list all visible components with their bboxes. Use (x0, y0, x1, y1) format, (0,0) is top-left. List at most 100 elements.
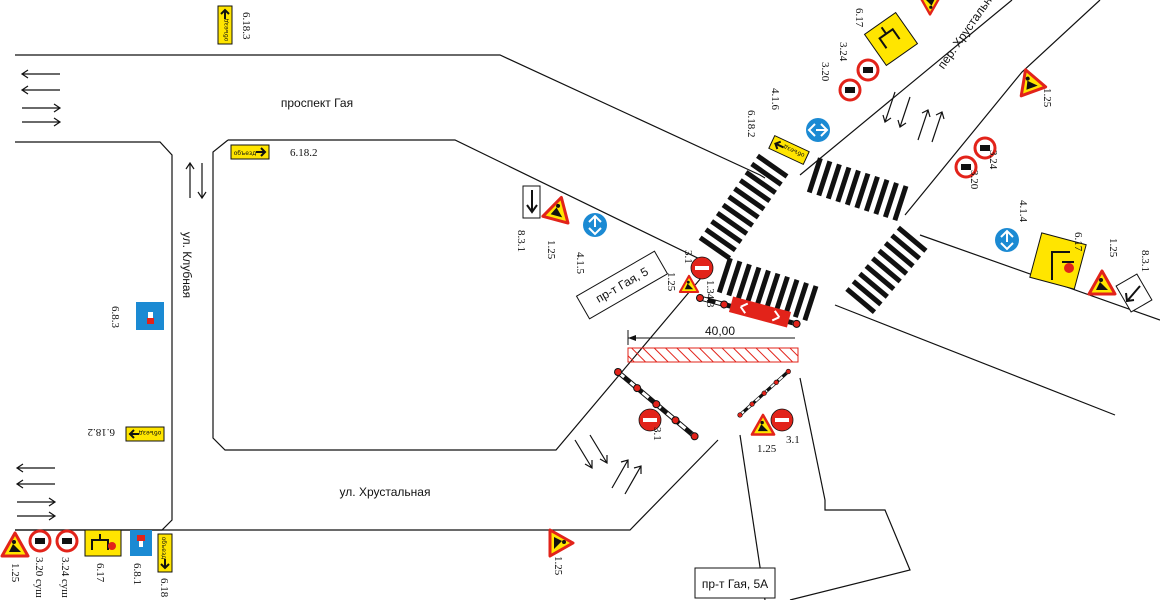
code-8-3-1-e: 8.3.1 (1139, 250, 1151, 272)
street-prospekt-gaya: проспект Гая (281, 96, 353, 110)
code-6-18-2-mid: 6.18.2 (290, 147, 318, 159)
arrow-left-3 (15, 463, 55, 473)
sign-1-25-e: 1.25 (1087, 238, 1119, 296)
sign-1-25-c: 1.25 (750, 413, 777, 455)
prospekt-north-edge (15, 54, 766, 179)
sign-4-1-5: 4.1.5 (574, 212, 608, 275)
sign-1-25-ne: 1.25 (1011, 63, 1053, 108)
detour-sign-6-18-3-top: 6.18.3 (217, 5, 252, 45)
code-4-1-6: 4.1.6 (769, 88, 781, 111)
crosswalk-north-west (698, 153, 789, 261)
code-1-25-ne: 1.25 (1041, 88, 1053, 108)
code-6-18-bl: 6.18 (158, 578, 170, 598)
arrow-right-1 (22, 103, 62, 113)
sign-3-1-c: 3.1 (770, 408, 800, 446)
code-4-1-4: 4.1.4 (1017, 200, 1029, 223)
dimension-line: 40,00 (627, 324, 795, 345)
lane-north-west-edge (799, 0, 1013, 176)
code-3-1-b: 3.1 (651, 427, 663, 441)
sign-1-25-a: 1.25 (541, 192, 576, 260)
sign-3-1-b: 3.1 (638, 408, 663, 441)
code-1-25-b: 1.25 (665, 272, 677, 292)
code-3-20-bl: 3.20 суш (33, 557, 45, 598)
sign-3-24-n: 3.24 (837, 42, 880, 82)
code-3-24-n: 3.24 (837, 42, 849, 62)
prospekt-south-edge-west (15, 141, 173, 531)
code-4-1-5: 4.1.5 (574, 252, 586, 275)
sign-1-25-b: 1.25 (665, 272, 700, 294)
code-1-25-bl: 1.25 (9, 563, 21, 583)
crosswalk-south (716, 257, 819, 322)
code-6-18-3-top: 6.18.3 (240, 12, 252, 40)
code-3-20-e: 3.20 (968, 170, 980, 190)
arrow-left-2 (20, 85, 60, 95)
arrow-sw-2 (589, 434, 608, 465)
sign-4-1-6: 4.1.6 (769, 88, 831, 143)
drive-south-east (789, 377, 911, 600)
legend-6-18: 6.18 (157, 533, 173, 598)
code-3-24-bl: 3.24 суш (59, 557, 71, 598)
sign-3-24-e: 3.24 (973, 136, 999, 170)
arrow-lane-down-2 (897, 96, 911, 128)
sign-6-17-e: 6.17 (1029, 232, 1087, 290)
code-6-8-3: 6.8.3 (109, 306, 121, 329)
code-6-18-2-ne: 6.18.2 (745, 110, 757, 138)
sign-6-8-3: 6.8.3 (109, 302, 164, 330)
street-per-khrustalny: пер. Хрустальн (935, 0, 995, 71)
code-6-17-e: 6.17 (1072, 232, 1084, 252)
arrow-right-2 (22, 117, 62, 127)
sign-6-17-n: 6.17 (853, 8, 919, 67)
code-6-17-n: 6.17 (853, 8, 865, 28)
south-road-west-edge (15, 439, 719, 531)
sign-8-3-1-e: 8.3.1 (1115, 250, 1153, 313)
central-block (212, 139, 713, 451)
crosswalk-east (845, 225, 928, 315)
arrow-left-1 (20, 69, 60, 79)
code-6-18-2-left: 6.18.2 (88, 426, 116, 438)
legend-3-24: 3.24 суш (55, 529, 79, 598)
hatched-work-zone (627, 347, 799, 363)
legend-6-8-1: 6.8.1 (130, 530, 152, 585)
arrow-klub-up (185, 161, 195, 198)
east-road-south-edge (834, 304, 1116, 416)
arrow-lane-down-1 (882, 91, 896, 123)
arrow-lane-up-2 (931, 111, 945, 143)
code-1-25-a: 1.25 (545, 240, 557, 260)
sign-1-25-top (918, 0, 942, 16)
code-1-25-c: 1.25 (757, 443, 777, 455)
code-6-8-1-bl: 6.8.1 (131, 563, 143, 585)
code-1-25-bottom: 1.25 (552, 556, 564, 576)
legend-3-20: 3.20 суш (28, 529, 52, 598)
sign-4-1-4: 4.1.4 (994, 200, 1029, 253)
code-8-3-1-a: 8.3.1 (515, 230, 527, 252)
building-label-gaya-5a: пр-т Гая, 5А (694, 567, 776, 599)
lane-north-east-edge (904, 0, 1101, 216)
detour-sign-6-18-2-mid: 6.18.2 (230, 144, 318, 160)
legend-6-17: 6.17 (84, 529, 122, 583)
detour-sign-6-18-2-left: 6.18.2 (88, 426, 165, 442)
legend-1-25: 1.25 (0, 531, 30, 583)
street-klubnaya: ул. Клубная (180, 232, 194, 298)
street-khrustalnaya: ул. Хрустальная (340, 485, 431, 499)
building-gaya-5a-text: пр-т Гая, 5А (702, 577, 768, 591)
crosswalk-north-east (806, 157, 909, 222)
dimension-value: 40,00 (705, 324, 735, 338)
detour-sign-6-18-2-ne: 6.18.2 (745, 110, 811, 166)
sign-3-20-n: 3.20 (819, 62, 862, 102)
sign-3-20-e: 3.20 (954, 155, 980, 190)
sign-1-25-bottom: 1.25 (548, 528, 575, 576)
code-3-1-a: 3.1 (682, 250, 694, 264)
arrow-ne-2 (624, 465, 642, 495)
arrow-sw-1 (574, 439, 593, 470)
building-label-gaya-5: пр-т Гая, 5 (575, 250, 669, 320)
arrow-klub-down (197, 163, 207, 200)
code-1-25-e: 1.25 (1107, 238, 1119, 258)
code-3-24-e: 3.24 (987, 150, 999, 170)
legend-row: 1.25 3.20 суш 3.24 суш 6.17 6.8.1 6.18 (0, 529, 173, 598)
arrow-left-4 (15, 479, 55, 489)
arrow-right-4 (17, 511, 57, 521)
lane-arrows (15, 69, 945, 521)
arrow-right-3 (17, 497, 57, 507)
sign-8-3-1-a: 8.3.1 (515, 185, 541, 252)
